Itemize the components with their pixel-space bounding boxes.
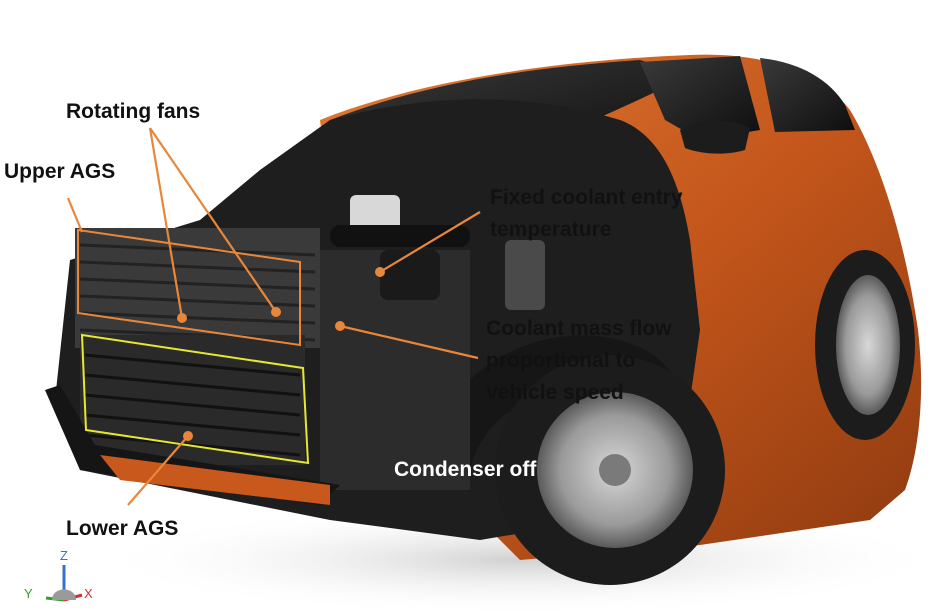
rotating-fans-label: Rotating fans <box>66 100 201 123</box>
fixed-coolant-label-line1: Fixed coolant entry <box>490 186 683 209</box>
coolant-pipe <box>330 225 470 247</box>
air-intake <box>380 250 440 300</box>
fixed-coolant-label-line2: temperature <box>490 218 612 241</box>
rotating-fans-leader-1 <box>148 127 184 319</box>
upper-ags-leader <box>66 197 84 233</box>
fixed-coolant-dot <box>375 267 385 277</box>
axis-triad: Z Y X <box>24 548 93 602</box>
fixed-coolant-leader <box>379 211 481 273</box>
upper-ags-outline <box>77 228 301 347</box>
coolant-flow-label-line1: Coolant mass flow <box>486 317 672 340</box>
lower-ags-dot <box>183 431 193 441</box>
coolant-flow-leader <box>339 324 479 360</box>
coolant-flow-dot <box>335 321 345 331</box>
lower-ags-outline <box>80 333 310 465</box>
x-axis-label: X <box>84 586 93 601</box>
coolant-flow-label-line2: proportional to <box>486 349 636 372</box>
upper-ags-label: Upper AGS <box>4 160 116 183</box>
lower-ags-label: Lower AGS <box>66 517 179 540</box>
condenser-off-label: Condenser off <box>394 458 537 481</box>
axis-origin-cap <box>52 589 76 600</box>
side-window-rear <box>760 58 855 132</box>
rotating-fans-dot-1 <box>177 313 187 323</box>
bumper-orange <box>100 455 330 505</box>
y-axis-label: Y <box>24 586 33 601</box>
coolant-flow-label-line3: vehicle speed <box>486 381 624 404</box>
side-mirror <box>680 120 750 154</box>
rotating-fans-dot-2 <box>271 307 281 317</box>
rear-rim <box>836 275 900 415</box>
suspension-spring <box>505 240 545 310</box>
side-window-front <box>640 56 760 140</box>
lower-ags-leader <box>127 435 189 506</box>
front-hub <box>599 454 631 486</box>
rotating-fans-leader-2 <box>149 127 277 313</box>
z-axis-label: Z <box>60 548 68 563</box>
